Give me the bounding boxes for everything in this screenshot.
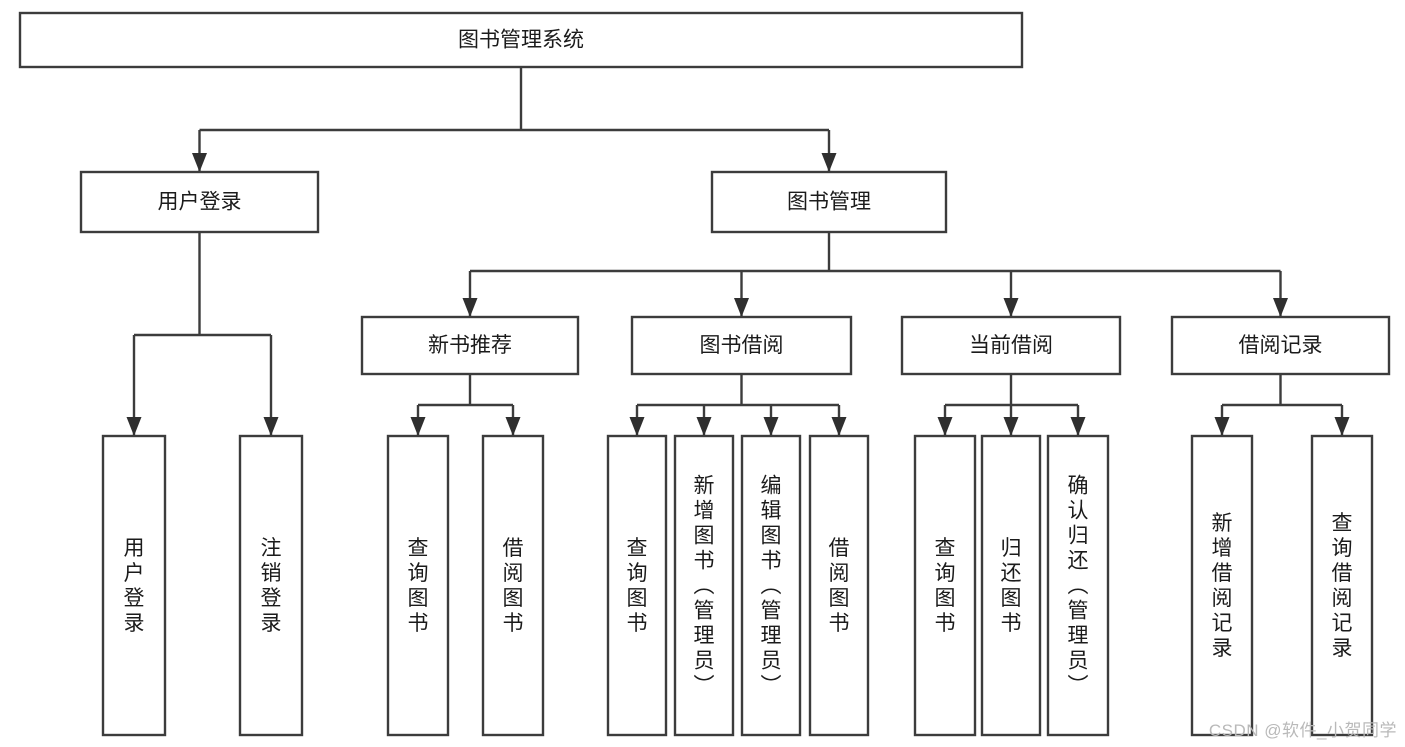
node-box-leaf-query-book-cur[interactable] xyxy=(913,434,977,737)
arrow-head-icon xyxy=(192,153,207,172)
node-box-leaf-add-book[interactable] xyxy=(673,434,735,737)
node-label-leaf-confirm-return: 确认归还管理员 xyxy=(1068,475,1089,673)
node-box-user-login[interactable] xyxy=(79,170,320,234)
node-box-borrow-record[interactable] xyxy=(1170,315,1391,376)
node-label-leaf-borrow-book: 借阅图书 xyxy=(829,537,850,635)
node-label-leaf-edit-book: 编辑图书管理员 xyxy=(761,475,782,673)
edges-layer xyxy=(126,67,1350,436)
node-new-book-recommend[interactable]: 新书推荐 xyxy=(360,315,580,376)
node-label-leaf-user-login: 用户登录 xyxy=(124,537,145,635)
arrow-head-icon xyxy=(410,417,426,436)
node-label-bracket: ︶ xyxy=(1068,675,1089,698)
node-label-leaf-query-record: 查询借阅记录 xyxy=(1332,512,1353,660)
node-book-borrow[interactable]: 图书借阅 xyxy=(630,315,853,376)
node-leaf-confirm-return[interactable]: ︵ ︶确认归还管理员 xyxy=(1046,434,1110,737)
node-leaf-borrow-book-rec[interactable]: 借阅图书 xyxy=(481,434,545,737)
arrow-head-icon xyxy=(821,153,837,172)
node-box-new-book-recommend[interactable] xyxy=(360,315,580,376)
node-box-leaf-query-book-rec[interactable] xyxy=(386,434,450,737)
node-label-bracket: ︶ xyxy=(761,675,782,698)
node-label-user-login: 用户登录 xyxy=(158,191,242,214)
node-label-leaf-query-book: 查询图书 xyxy=(627,537,648,635)
node-label-bracket: ︶ xyxy=(694,675,715,698)
node-box-leaf-query-book[interactable] xyxy=(606,434,668,737)
node-box-book-borrow[interactable] xyxy=(630,315,853,376)
node-label-leaf-query-book-cur: 查询图书 xyxy=(935,537,956,635)
arrow-head-icon xyxy=(763,417,779,436)
node-leaf-query-book-rec[interactable]: 查询图书 xyxy=(386,434,450,737)
node-box-leaf-borrow-book-rec[interactable] xyxy=(481,434,545,737)
node-leaf-edit-book[interactable]: ︵ ︶编辑图书管理员 xyxy=(740,434,802,737)
node-label-leaf-return-book: 归还图书 xyxy=(1001,537,1022,635)
arrow-head-icon xyxy=(1003,298,1019,317)
node-label-bracket: ︵ xyxy=(694,575,715,598)
node-box-leaf-add-record[interactable] xyxy=(1190,434,1254,737)
node-label-leaf-logout: 注销登录 xyxy=(261,537,282,635)
node-leaf-query-record[interactable]: 查询借阅记录 xyxy=(1310,434,1374,737)
node-borrow-record[interactable]: 借阅记录 xyxy=(1170,315,1391,376)
node-box-leaf-return-book[interactable] xyxy=(980,434,1042,737)
arrow-head-icon xyxy=(462,298,478,317)
node-label-bracket: ︵ xyxy=(761,575,782,598)
node-leaf-add-book[interactable]: ︵ ︶新增图书管理员 xyxy=(673,434,735,737)
node-current-borrow[interactable]: 当前借阅 xyxy=(900,315,1122,376)
node-leaf-add-record[interactable]: 新增借阅记录 xyxy=(1190,434,1254,737)
node-box-leaf-edit-book[interactable] xyxy=(740,434,802,737)
node-label-leaf-add-book: 新增图书管理员 xyxy=(694,475,715,673)
node-leaf-logout[interactable]: 注销登录 xyxy=(238,434,304,737)
node-leaf-user-login[interactable]: 用户登录 xyxy=(101,434,167,737)
node-leaf-borrow-book[interactable]: 借阅图书 xyxy=(808,434,870,737)
node-label-borrow-record: 借阅记录 xyxy=(1239,334,1323,357)
node-box-leaf-user-login[interactable] xyxy=(101,434,167,737)
node-box-current-borrow[interactable] xyxy=(900,315,1122,376)
csdn-watermark: CSDN @软件_小贺同学 xyxy=(1208,721,1397,740)
node-user-login[interactable]: 用户登录 xyxy=(79,170,320,234)
arrow-head-icon xyxy=(696,417,712,436)
arrow-head-icon xyxy=(1070,417,1086,436)
arrow-head-icon xyxy=(937,417,953,436)
node-box-root[interactable] xyxy=(18,11,1024,69)
node-box-leaf-query-record[interactable] xyxy=(1310,434,1374,737)
arrow-head-icon xyxy=(505,417,521,436)
arrow-head-icon xyxy=(734,298,749,317)
node-label-book-borrow: 图书借阅 xyxy=(700,334,784,357)
arrow-head-icon xyxy=(831,417,847,436)
node-label-bracket: ︵ xyxy=(1068,575,1089,598)
node-root[interactable]: 图书管理系统 xyxy=(18,11,1024,69)
arrow-head-icon xyxy=(1214,417,1230,436)
node-label-leaf-borrow-book-rec: 借阅图书 xyxy=(503,537,524,635)
node-box-leaf-borrow-book[interactable] xyxy=(808,434,870,737)
nodes-layer: 图书管理系统用户登录图书管理新书推荐图书借阅当前借阅借阅记录用户登录注销登录查询… xyxy=(18,11,1391,737)
arrow-head-icon xyxy=(1003,417,1019,436)
node-box-book-manage[interactable] xyxy=(710,170,948,234)
arrow-head-icon xyxy=(263,417,279,436)
node-label-leaf-add-record: 新增借阅记录 xyxy=(1212,512,1233,660)
node-leaf-query-book[interactable]: 查询图书 xyxy=(606,434,668,737)
node-leaf-return-book[interactable]: 归还图书 xyxy=(980,434,1042,737)
node-label-new-book-recommend: 新书推荐 xyxy=(428,334,512,357)
node-label-root: 图书管理系统 xyxy=(458,29,584,52)
node-leaf-query-book-cur[interactable]: 查询图书 xyxy=(913,434,977,737)
arrow-head-icon xyxy=(126,417,142,436)
node-book-manage[interactable]: 图书管理 xyxy=(710,170,948,234)
node-label-current-borrow: 当前借阅 xyxy=(969,334,1053,357)
node-box-leaf-logout[interactable] xyxy=(238,434,304,737)
arrow-head-icon xyxy=(1273,298,1288,317)
node-label-book-manage: 图书管理 xyxy=(787,191,871,214)
node-label-leaf-query-book-rec: 查询图书 xyxy=(408,537,429,635)
arrow-head-icon xyxy=(1334,417,1350,436)
arrow-head-icon xyxy=(629,417,645,436)
node-box-leaf-confirm-return[interactable] xyxy=(1046,434,1110,737)
